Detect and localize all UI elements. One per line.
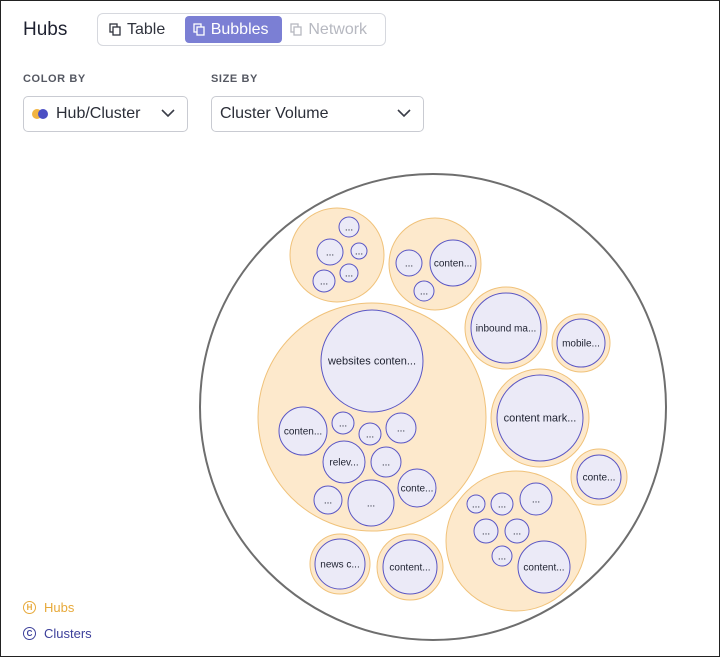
cluster-bubble[interactable] bbox=[470, 292, 542, 364]
cluster-label: content mark... bbox=[504, 413, 577, 425]
cluster-bubble[interactable] bbox=[322, 440, 366, 484]
legend-hubs: H Hubs bbox=[23, 600, 74, 615]
cluster-label: ... bbox=[382, 458, 390, 469]
cluster-bubble[interactable] bbox=[413, 280, 435, 302]
cluster-label: ... bbox=[405, 259, 413, 270]
cluster-bubble[interactable] bbox=[278, 406, 328, 456]
cluster-label: websites conten... bbox=[327, 356, 416, 368]
cluster-bubble[interactable] bbox=[320, 309, 424, 413]
cluster-label: ... bbox=[355, 247, 363, 258]
cluster-label: content... bbox=[389, 563, 430, 574]
cluster-label: ... bbox=[345, 223, 353, 234]
cluster-bubble[interactable] bbox=[347, 479, 395, 527]
root-circle bbox=[199, 173, 667, 641]
color-by-select[interactable]: Hub/Cluster bbox=[23, 96, 188, 132]
cluster-bubble[interactable] bbox=[576, 454, 622, 500]
cluster-bubble[interactable] bbox=[370, 446, 402, 478]
cluster-label: conten... bbox=[434, 259, 472, 270]
cluster-bubble[interactable] bbox=[517, 540, 571, 594]
cluster-bubble[interactable] bbox=[331, 411, 355, 435]
size-by-select[interactable]: Cluster Volume bbox=[211, 96, 424, 132]
color-by-value: Hub/Cluster bbox=[56, 105, 141, 122]
cluster-bubble[interactable] bbox=[312, 269, 336, 293]
cluster-bubble[interactable] bbox=[496, 374, 584, 462]
cluster-label: content... bbox=[523, 563, 564, 574]
cluster-label: ... bbox=[532, 495, 540, 506]
tab-table[interactable]: Table bbox=[101, 16, 185, 43]
copy-icon bbox=[290, 23, 303, 36]
cluster-label: ... bbox=[320, 277, 328, 288]
legend-clusters-label: Clusters bbox=[44, 626, 92, 641]
hub-icon: H bbox=[23, 601, 36, 614]
cluster-label: ... bbox=[498, 500, 506, 511]
cluster-icon: C bbox=[23, 627, 36, 640]
cluster-bubble[interactable] bbox=[316, 238, 344, 266]
tab-table-label: Table bbox=[127, 20, 166, 38]
cluster-label: ... bbox=[472, 500, 480, 511]
page-title: Hubs bbox=[23, 19, 68, 40]
cluster-label: ... bbox=[367, 499, 375, 510]
cluster-bubble[interactable] bbox=[519, 482, 553, 516]
tab-bubbles[interactable]: Bubbles bbox=[184, 16, 283, 43]
tab-network-label: Network bbox=[308, 20, 368, 38]
hub-cluster-swatch-icon bbox=[32, 108, 52, 120]
cluster-bubble[interactable] bbox=[466, 494, 486, 514]
cluster-bubble[interactable] bbox=[358, 422, 382, 446]
cluster-bubble[interactable] bbox=[504, 518, 530, 544]
cluster-label: ... bbox=[397, 424, 405, 435]
view-toggle: Table Bubbles Network bbox=[97, 13, 386, 46]
cluster-label: ... bbox=[482, 527, 490, 538]
legend-hubs-label: Hubs bbox=[44, 600, 75, 615]
size-by-value: Cluster Volume bbox=[220, 105, 329, 122]
cluster-bubble[interactable] bbox=[338, 216, 360, 238]
cluster-label: ... bbox=[366, 430, 374, 441]
chevron-down-icon bbox=[161, 109, 175, 118]
cluster-bubble[interactable] bbox=[314, 538, 366, 590]
cluster-bubble[interactable] bbox=[397, 468, 437, 508]
cluster-label: conte... bbox=[583, 473, 616, 484]
cluster-label: relev... bbox=[329, 458, 358, 469]
cluster-bubble[interactable] bbox=[395, 249, 423, 277]
cluster-label: conten... bbox=[284, 427, 322, 438]
cluster-label: ... bbox=[324, 496, 332, 507]
cluster-bubble[interactable] bbox=[491, 545, 513, 567]
color-by-label: COLOR BY bbox=[23, 73, 86, 85]
cluster-label: ... bbox=[513, 527, 521, 538]
tab-bubbles-label: Bubbles bbox=[210, 20, 269, 38]
cluster-bubble[interactable] bbox=[382, 539, 438, 595]
size-by-label: SIZE BY bbox=[211, 73, 258, 85]
cluster-bubble[interactable] bbox=[556, 318, 606, 368]
cluster-label: ... bbox=[345, 269, 353, 280]
cluster-bubble[interactable] bbox=[490, 492, 514, 516]
cluster-label: inbound ma... bbox=[476, 324, 537, 335]
copy-icon bbox=[193, 23, 205, 36]
cluster-label: news c... bbox=[320, 560, 359, 571]
cluster-label: ... bbox=[498, 552, 506, 563]
cluster-bubble[interactable] bbox=[339, 263, 359, 283]
cluster-bubble[interactable] bbox=[473, 518, 499, 544]
tab-network[interactable]: Network bbox=[282, 16, 382, 43]
cluster-bubble[interactable] bbox=[350, 242, 368, 260]
chevron-down-icon bbox=[397, 109, 411, 118]
cluster-label: ... bbox=[339, 419, 347, 430]
cluster-label: mobile... bbox=[562, 339, 600, 350]
cluster-label: conte... bbox=[401, 484, 434, 495]
legend-clusters: C Clusters bbox=[23, 626, 92, 641]
copy-icon bbox=[109, 23, 121, 36]
cluster-label: ... bbox=[326, 248, 334, 259]
cluster-bubble[interactable] bbox=[429, 239, 477, 287]
cluster-bubble[interactable] bbox=[313, 485, 343, 515]
cluster-bubble[interactable] bbox=[385, 412, 417, 444]
cluster-label: ... bbox=[420, 287, 428, 298]
